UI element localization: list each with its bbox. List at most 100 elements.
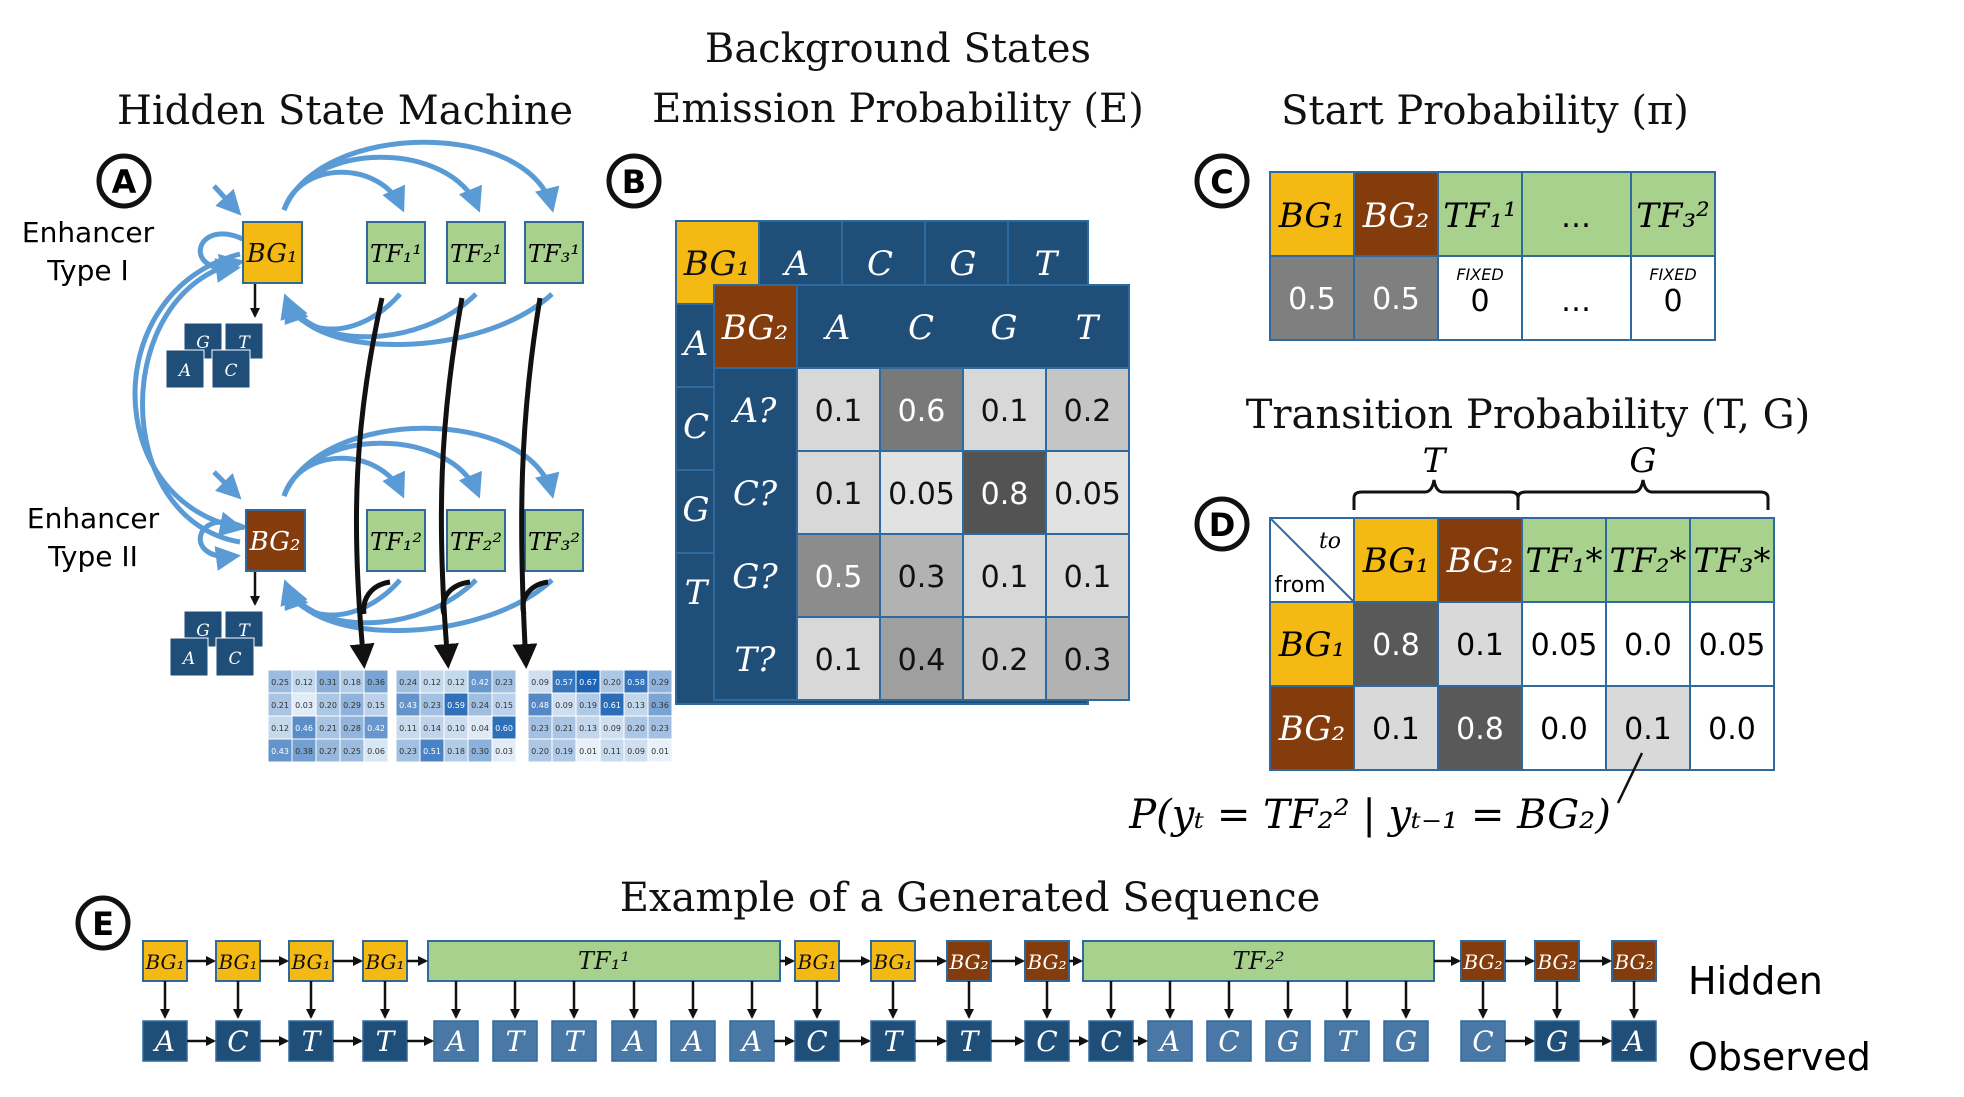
- motif-1-cell: [363, 738, 389, 763]
- emission-value: 0.4: [898, 643, 946, 678]
- brace-g-label: G: [1629, 441, 1656, 481]
- observed-base-17: [1265, 1020, 1311, 1062]
- motif-2-value: 0.60: [495, 724, 513, 733]
- hidden-state-8-label: BG₂: [1026, 950, 1066, 974]
- hidden-state-1-label: BG₁: [217, 950, 257, 974]
- start-value-tf11-cell: [1437, 255, 1523, 341]
- panel-label-b: B: [606, 153, 662, 209]
- hidden-state-6-label: BG₁: [872, 950, 912, 974]
- motif-2-value: 0.30: [471, 747, 489, 756]
- observed-base-1: [215, 1020, 261, 1062]
- bg2-col-c: C: [908, 308, 934, 348]
- motif-2-value: 0.10: [447, 724, 465, 733]
- start-value-ellipsis: …: [1561, 284, 1591, 319]
- tf3-1-node: [524, 221, 584, 284]
- trans-row-bg1-label: BG₁: [1278, 625, 1345, 665]
- emission-cell: [1045, 450, 1130, 535]
- hidden-state-2-label: BG₁: [290, 950, 330, 974]
- motif-2-value: 0.14: [423, 724, 441, 733]
- motif-3-value: 0.20: [627, 724, 645, 733]
- trans-col-tf3-label: TF₃*: [1694, 541, 1771, 581]
- panel-label-c-text: C: [1210, 163, 1233, 201]
- motif-arrows: [349, 297, 549, 669]
- title-hidden-state-machine: Hidden State Machine: [117, 88, 573, 134]
- panel-label-e-text: E: [92, 905, 114, 943]
- bg1-row-a: A: [681, 324, 709, 364]
- motif-1-value: 0.43: [271, 747, 289, 756]
- emission-cell: [796, 367, 881, 452]
- trans-col-tf1: [1521, 517, 1607, 603]
- bg1-col-g: G: [949, 244, 976, 284]
- motif-1-value: 0.28: [343, 724, 361, 733]
- hidden-state-4-label: TF₁¹: [578, 947, 630, 975]
- motif-1-value: 0.25: [343, 747, 361, 756]
- tf2-1-node: [446, 221, 506, 284]
- motif-1-value: 0.12: [295, 678, 313, 687]
- motif-1-value: 0.36: [367, 678, 385, 687]
- motif-3-value: 0.13: [627, 701, 645, 710]
- transition-arrows: [132, 139, 560, 634]
- tf2-2-node-label: TF₂²: [450, 528, 502, 556]
- tf1-2-node-label: TF₁²: [370, 528, 422, 556]
- motif-3-value: 0.48: [531, 701, 549, 710]
- title-emission-probability: Emission Probability (E): [652, 86, 1144, 132]
- motif-2-value: 0.11: [399, 724, 417, 733]
- motif-3-value: 0.23: [531, 724, 549, 733]
- bg1-row-c: C: [683, 407, 709, 447]
- panel-d-transition-probability: T G to from BG₁ BG₂ TF₁* TF₂* TF₃* BG₁ B…: [1128, 441, 1775, 838]
- observed-base-22: [1611, 1020, 1657, 1062]
- trans-val-bg1-tf3: 0.05: [1699, 628, 1766, 663]
- transition-formula: P(yₜ = TF₂² | yₜ₋₁ = BG₂): [1128, 792, 1611, 838]
- observed-base-0: [142, 1020, 188, 1062]
- tf1-1-node: [366, 221, 426, 284]
- motif-3-value: 0.09: [627, 747, 645, 756]
- tf3-2-node: [524, 509, 584, 572]
- motif-1-value: 0.15: [367, 701, 385, 710]
- observed-base-16: [1206, 1020, 1252, 1062]
- trans-col-bg1-label: BG₁: [1362, 541, 1429, 581]
- observed-base-10: [794, 1020, 840, 1062]
- observed-base-5-label: T: [506, 1025, 527, 1058]
- bg2-corner-label: BG₂: [721, 308, 788, 348]
- motif-3-value: 0.23: [651, 724, 669, 733]
- enhancer-type-1-line1: Enhancer: [22, 216, 155, 249]
- bg2-row-g: G?: [732, 557, 778, 597]
- panel-label-c: C: [1194, 153, 1250, 209]
- motif-1-value: 0.03: [295, 701, 313, 710]
- trans-col-tf2-label: TF₂*: [1610, 541, 1687, 581]
- motif-1-value: 0.20: [319, 701, 337, 710]
- trans-row-bg2-label: BG₂: [1278, 709, 1345, 749]
- trans-col-tf2: [1605, 517, 1691, 603]
- bg1-emit-c: C: [224, 361, 237, 381]
- start-value-tf32: 0: [1663, 284, 1682, 319]
- emission-value: 0.05: [1054, 477, 1121, 512]
- motif-3-value: 0.09: [603, 724, 621, 733]
- start-fixed-tf11: FIXED: [1456, 265, 1503, 284]
- emission-cell: [1045, 616, 1130, 701]
- observed-base-3: [362, 1020, 408, 1062]
- observed-base-3-label: T: [376, 1025, 397, 1058]
- motif-2-value: 0.15: [495, 701, 513, 710]
- corner-from-label: from: [1274, 573, 1325, 598]
- motif-2-value: 0.23: [399, 747, 417, 756]
- observed-base-13: [1024, 1020, 1070, 1062]
- observed-base-16-label: C: [1218, 1025, 1239, 1058]
- emission-cell: [796, 450, 881, 535]
- bg1-emission-stack: G T A C: [165, 322, 264, 389]
- bg2-row-c: C?: [733, 474, 778, 514]
- observed-base-14: [1088, 1020, 1134, 1062]
- bg1-row-t: T: [685, 573, 710, 613]
- motif-3-value: 0.11: [603, 747, 621, 756]
- motif-2-value: 0.03: [495, 747, 513, 756]
- start-fixed-tf32: FIXED: [1649, 265, 1696, 284]
- panel-label-d-text: D: [1209, 506, 1236, 544]
- hidden-state-3-label: BG₁: [364, 950, 404, 974]
- start-header-bg2-label: BG₂: [1362, 196, 1429, 236]
- bg2-node: [245, 509, 306, 572]
- start-header-tf11: [1437, 171, 1523, 257]
- bg2-emit-g: G: [196, 621, 210, 641]
